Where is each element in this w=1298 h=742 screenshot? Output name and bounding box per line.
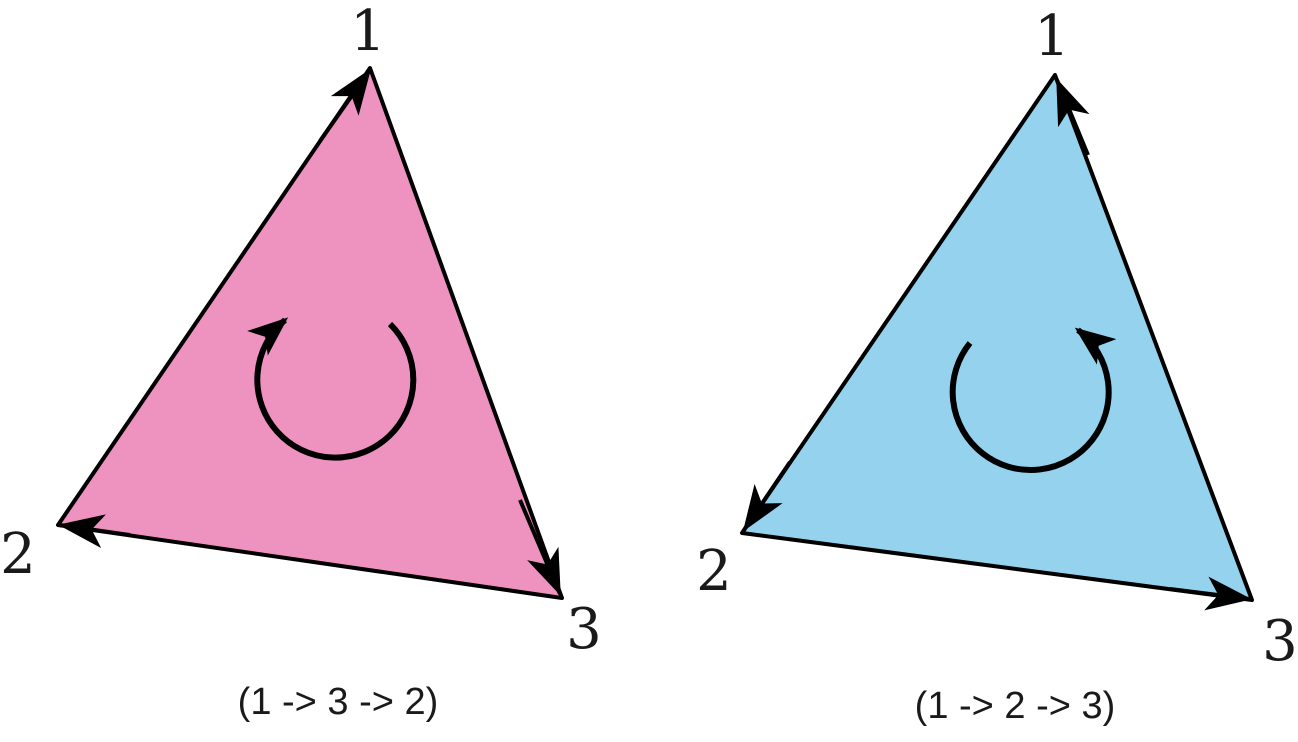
- left-triangle-group: 1 2 3 (1 -> 3 -> 2): [0, 0, 602, 723]
- left-vertex-label-3: 3: [566, 597, 602, 662]
- left-arrow-to-3: [518, 499, 562, 596]
- left-rotation-arrow: [247, 317, 417, 461]
- right-arrow-to-1: [1055, 78, 1090, 156]
- right-vertex-label-2: 2: [696, 539, 732, 604]
- right-arrow-to-2: [742, 460, 792, 532]
- right-vertex-label-1: 1: [1034, 4, 1070, 69]
- right-vertex-label-3: 3: [1262, 609, 1298, 674]
- left-triangle: [56, 66, 564, 600]
- left-vertex-label-1: 1: [350, 0, 386, 64]
- right-triangle-group: 1 2 3 (1 -> 2 -> 3): [696, 4, 1298, 727]
- right-arrow-to-3: [1169, 576, 1252, 611]
- right-rotation-arrow: [949, 327, 1117, 473]
- right-caption: (1 -> 2 -> 3): [915, 685, 1116, 727]
- right-triangle: [740, 73, 1254, 602]
- left-caption: (1 -> 3 -> 2): [238, 681, 439, 723]
- left-vertex-label-2: 2: [0, 522, 36, 587]
- left-arrow-to-2: [58, 514, 131, 549]
- left-arrow-to-1: [318, 68, 372, 143]
